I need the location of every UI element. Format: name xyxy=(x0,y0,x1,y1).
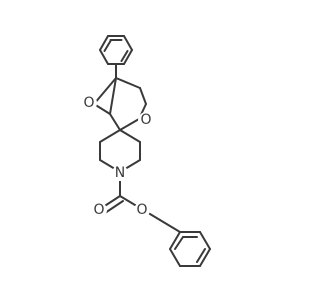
molecule-diagram: O O N O O xyxy=(81,35,211,267)
bond xyxy=(169,248,181,267)
bond xyxy=(119,118,140,131)
carbamate-group xyxy=(99,171,161,221)
atom-label-epoxide-oxygen: O xyxy=(81,95,97,111)
double-bond-inner xyxy=(196,248,206,263)
atom-label-text: O xyxy=(140,112,151,128)
atom-label-carbonyl-oxygen: O xyxy=(91,202,107,218)
atom-label-nitrogen: N xyxy=(112,165,128,181)
atom-label-text: O xyxy=(93,202,104,218)
atom-label-ester-oxygen: O xyxy=(134,202,150,218)
double-bond-inner xyxy=(103,40,112,52)
bond xyxy=(99,129,121,143)
bicyclic-core xyxy=(93,77,147,131)
bond xyxy=(99,49,109,65)
atom-label-ring-oxygen: O xyxy=(138,112,154,128)
bond xyxy=(199,248,211,267)
bond xyxy=(115,77,141,89)
bond xyxy=(199,231,211,250)
bond xyxy=(119,129,141,143)
bond xyxy=(169,231,181,250)
double-bond-inner xyxy=(104,200,124,214)
double-bond-inner xyxy=(174,236,184,250)
bond xyxy=(93,103,111,115)
bond xyxy=(159,219,181,233)
atom-label-text: O xyxy=(136,202,147,218)
bond xyxy=(139,87,147,105)
double-bond-inner xyxy=(120,50,129,62)
benzyl-group xyxy=(159,219,211,267)
bond xyxy=(109,113,121,131)
bond xyxy=(109,77,117,115)
bond xyxy=(99,35,109,51)
structure-drawing: O O N O O xyxy=(81,35,211,267)
bond xyxy=(123,49,133,65)
bond xyxy=(123,35,133,51)
atom-label-text: O xyxy=(83,95,94,111)
bond xyxy=(93,77,117,105)
phenyl-ring-top xyxy=(99,35,133,65)
atom-label-text: N xyxy=(115,165,125,181)
